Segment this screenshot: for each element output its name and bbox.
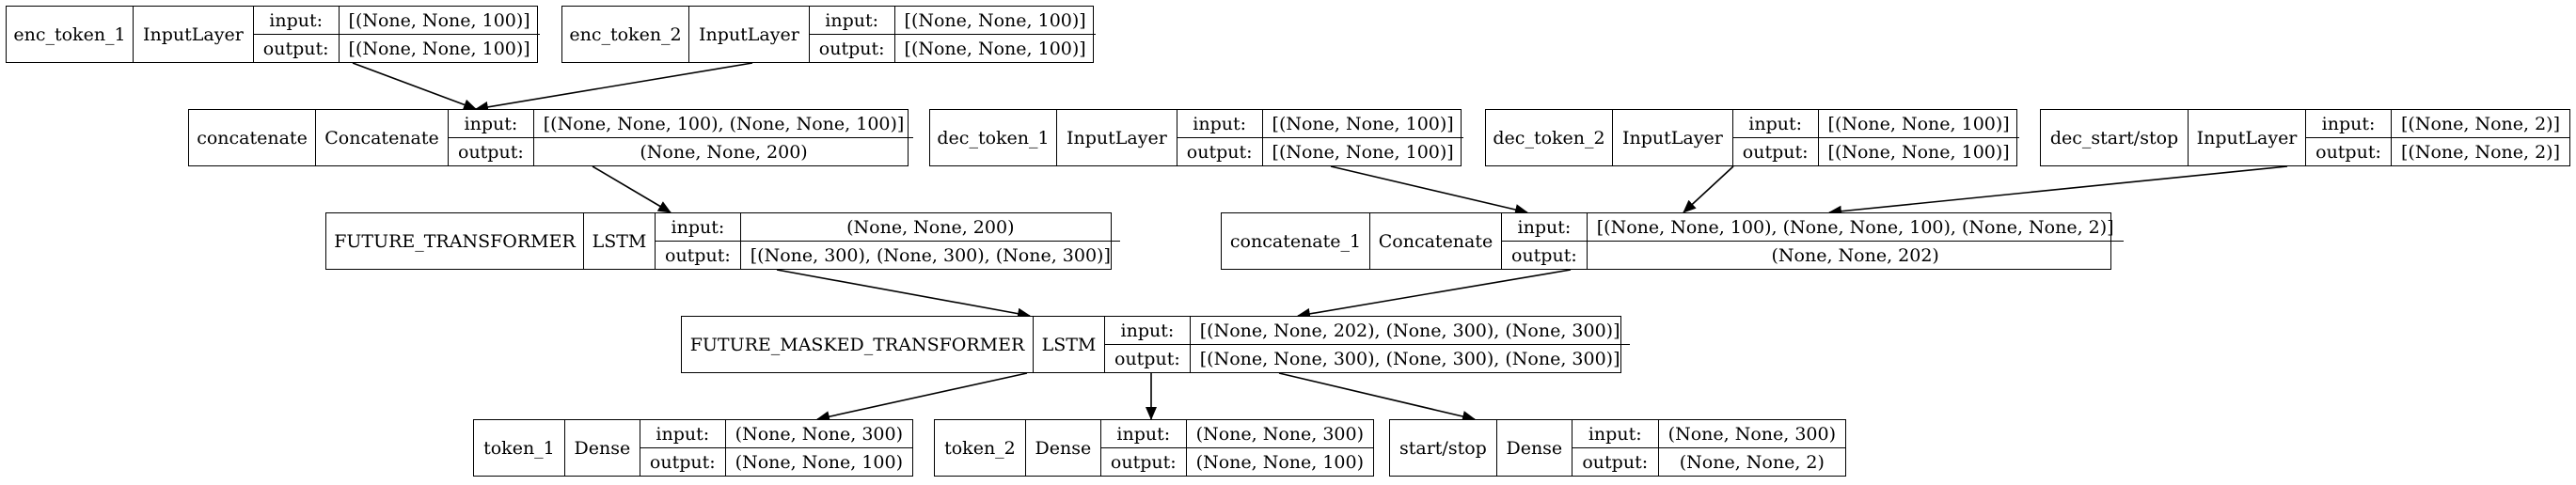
edge-concatenate-to-future-transformer: [592, 165, 672, 213]
layer-name: token_1: [474, 420, 565, 476]
node-dec-start-stop: dec_start/stop InputLayer input: output:…: [2040, 109, 2570, 166]
input-shape: (None, None, 300): [725, 420, 912, 448]
layer-name: dec_start/stop: [2041, 110, 2189, 165]
layer-name: FUTURE_TRANSFORMER: [326, 213, 584, 269]
node-dec-token-1: dec_token_1 InputLayer input: output: [(…: [929, 109, 1463, 166]
input-label: input:: [1177, 110, 1262, 138]
output-shape: [(None, 300), (None, 300), (None, 300)]: [750, 244, 1111, 266]
edge-dec-start-stop-to-concatenate-1: [1828, 165, 2288, 217]
output-label: output:: [458, 141, 524, 163]
input-label: input:: [809, 7, 894, 35]
edge-dec-token-1-to-concatenate-1: [1330, 165, 1528, 215]
node-token-1: token_1 Dense input: output: (None, None…: [473, 419, 913, 477]
layer-type: Concatenate: [316, 110, 449, 165]
node-future-masked-transformer: FUTURE_MASKED_TRANSFORMER LSTM input: ou…: [681, 316, 1630, 373]
node-concatenate: concatenate Concatenate input: output: […: [188, 109, 914, 166]
output-label: output:: [1114, 348, 1180, 369]
input-shape: [(None, None, 100)]: [1262, 110, 1463, 138]
layer-name: concatenate: [189, 110, 316, 165]
input-shape: [(None, None, 100)]: [1818, 110, 2019, 138]
layer-type: Dense: [1497, 420, 1572, 476]
input-label: input:: [640, 420, 725, 448]
output-shape: [(None, None, 100)]: [1272, 141, 1454, 163]
output-shape: [(None, None, 100)]: [1827, 141, 2010, 163]
node-future-transformer: FUTURE_TRANSFORMER LSTM input: output: (…: [325, 212, 1120, 270]
layer-type: Dense: [1026, 420, 1101, 476]
node-enc-token-2: enc_token_2 InputLayer input: output: [(…: [561, 6, 1096, 63]
edge-dec-token-2-to-concatenate-1: [1683, 165, 1734, 213]
input-label: input:: [1105, 317, 1190, 345]
input-shape: [(None, None, 100)]: [894, 7, 1096, 35]
output-shape: [(None, None, 100)]: [904, 38, 1086, 59]
input-label: input:: [1100, 420, 1186, 448]
layer-name: enc_token_1: [7, 7, 134, 62]
node-enc-token-1: enc_token_1 InputLayer input: output: [(…: [6, 6, 540, 63]
layer-type: InputLayer: [689, 7, 810, 62]
input-label: input:: [449, 110, 533, 138]
layer-name: concatenate_1: [1222, 213, 1370, 269]
input-label: input:: [1732, 110, 1818, 138]
output-label: output:: [818, 38, 885, 59]
layer-name: enc_token_2: [562, 7, 689, 62]
output-shape: (None, None, 2): [1679, 451, 1825, 473]
layer-type: Concatenate: [1370, 213, 1502, 269]
layer-type: InputLayer: [134, 7, 254, 62]
output-label: output:: [1511, 244, 1577, 266]
input-shape: (None, None, 200): [740, 213, 1120, 242]
layer-type: Dense: [565, 420, 640, 476]
node-token-2: token_2 Dense input: output: (None, None…: [934, 419, 1374, 477]
layer-name: dec_token_2: [1486, 110, 1613, 165]
edge-future-masked-transformer-to-start-stop: [1278, 372, 1476, 422]
output-shape: [(None, None, 100)]: [348, 38, 530, 59]
output-shape: [(None, None, 300), (None, 300), (None, …: [1199, 348, 1620, 369]
output-shape: (None, None, 202): [1771, 244, 1939, 266]
output-label: output:: [1110, 451, 1177, 473]
output-shape: (None, None, 100): [1195, 451, 1364, 473]
output-shape: (None, None, 200): [640, 141, 808, 163]
layer-type: InputLayer: [2189, 110, 2306, 165]
output-label: output:: [262, 38, 329, 59]
output-label: output:: [1742, 141, 1809, 163]
input-label: input:: [656, 213, 740, 242]
output-label: output:: [1582, 451, 1649, 473]
node-concatenate-1: concatenate_1 Concatenate input: output:…: [1221, 212, 2124, 270]
node-dec-token-2: dec_token_2 InputLayer input: output: [(…: [1485, 109, 2019, 166]
layer-name: FUTURE_MASKED_TRANSFORMER: [682, 317, 1034, 372]
input-label: input:: [253, 7, 339, 35]
output-label: output:: [2315, 141, 2381, 163]
edge-enc-token-1-to-concatenate: [352, 62, 477, 111]
layer-name: dec_token_1: [930, 110, 1057, 165]
input-label: input:: [2306, 110, 2391, 138]
edge-future-masked-transformer-to-token-1: [816, 372, 1028, 423]
input-label: input:: [1572, 420, 1658, 448]
output-label: output:: [665, 244, 731, 266]
input-shape: [(None, None, 202), (None, 300), (None, …: [1190, 317, 1630, 345]
output-shape: [(None, None, 2)]: [2401, 141, 2560, 163]
input-shape: (None, None, 300): [1186, 420, 1373, 448]
input-shape: [(None, None, 100)]: [339, 7, 540, 35]
layer-type: InputLayer: [1613, 110, 1733, 165]
input-shape: [(None, None, 2)]: [2392, 110, 2569, 138]
layer-name: start/stop: [1390, 420, 1497, 476]
layer-type: LSTM: [584, 213, 656, 269]
input-shape: [(None, None, 100), (None, None, 100)]: [533, 110, 914, 138]
layer-type: LSTM: [1034, 317, 1105, 372]
input-shape: [(None, None, 100), (None, None, 100), (…: [1587, 213, 2124, 242]
input-shape: (None, None, 300): [1658, 420, 1845, 448]
edge-future-transformer-to-future-masked-transformer: [776, 269, 1031, 320]
edge-concatenate-1-to-future-masked-transformer: [1297, 269, 1572, 320]
node-start-stop: start/stop Dense input: output: (None, N…: [1389, 419, 1846, 477]
layer-type: InputLayer: [1057, 110, 1177, 165]
output-shape: (None, None, 100): [735, 451, 903, 473]
output-label: output:: [649, 451, 716, 473]
input-label: input:: [1502, 213, 1587, 242]
edge-enc-token-2-to-concatenate: [475, 62, 753, 113]
output-label: output:: [1186, 141, 1253, 163]
layer-name: token_2: [935, 420, 1026, 476]
